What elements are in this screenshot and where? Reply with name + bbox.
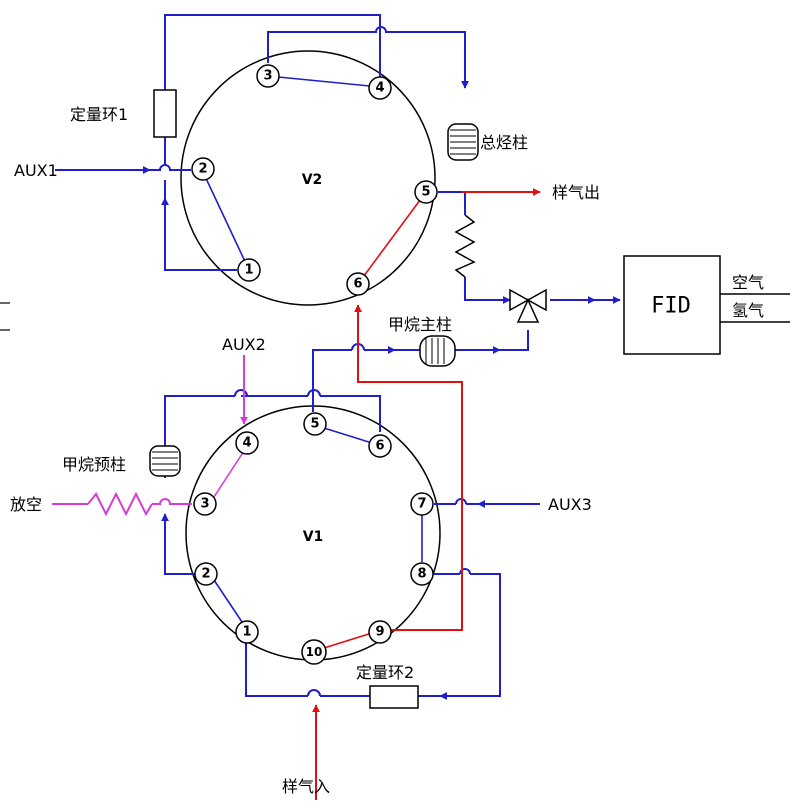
aux1-label: AUX1 — [14, 161, 58, 180]
valve-v2-internal-lines — [202, 75, 427, 285]
v2-port-6: 6 — [353, 277, 362, 292]
sample-out-label: 样气出 — [552, 183, 600, 202]
sample-in-label: 样气入 — [282, 777, 330, 796]
v1-port-6: 6 — [375, 439, 384, 454]
methane-pre-column-label: 甲烷预柱 — [62, 455, 126, 474]
v1-port-8: 8 — [417, 567, 426, 582]
methane-pre-column — [149, 445, 181, 477]
valve-v2-ports: 2 3 4 5 6 1 — [191, 64, 438, 296]
v1-port-2: 2 — [201, 567, 210, 582]
aux3-label: AUX3 — [548, 495, 592, 514]
v2-port-5: 5 — [421, 185, 430, 200]
total-hc-column-label: 总烃柱 — [480, 133, 528, 152]
v1-port-3: 3 — [200, 497, 209, 512]
hydrogen-label: 氢气 — [732, 301, 764, 320]
v1-port-4: 4 — [242, 436, 251, 451]
v1-port-1: 1 — [242, 625, 251, 640]
aux2-label: AUX2 — [222, 335, 266, 354]
valve-v2-label: V2 — [302, 172, 323, 188]
v2-port-1: 1 — [244, 263, 253, 278]
methane-main-column-label: 甲烷主柱 — [388, 315, 452, 334]
loop2-label: 定量环2 — [356, 663, 414, 682]
v2-port-4: 4 — [375, 81, 384, 96]
selector-valve-symbol — [509, 288, 547, 323]
fid-label: FID — [651, 294, 691, 319]
methane-main-column — [419, 335, 456, 367]
valve-v1-ports: 1 2 3 4 5 6 7 8 9 10 — [193, 412, 434, 665]
v1-port-5: 5 — [310, 417, 319, 432]
valve-v1-label: V1 — [303, 529, 324, 545]
v1-port-10: 10 — [306, 645, 323, 659]
fid-detector — [623, 255, 721, 355]
valve-v1-internal-lines — [211, 427, 423, 649]
v1-port-9: 9 — [375, 625, 384, 640]
v2-port-2: 2 — [198, 162, 207, 177]
sample-loop-2 — [369, 685, 419, 709]
vent-label: 放空 — [10, 495, 42, 514]
restrictor-resistor — [454, 214, 476, 278]
sample-loop-1 — [153, 89, 177, 138]
total-hc-column — [447, 123, 479, 161]
valve-v2-body — [180, 50, 436, 306]
loop1-label: 定量环1 — [70, 105, 128, 124]
air-label: 空气 — [732, 273, 764, 292]
vent-line — [52, 491, 192, 517]
v1-port-7: 7 — [417, 497, 426, 512]
v2-port-3: 3 — [263, 69, 272, 84]
